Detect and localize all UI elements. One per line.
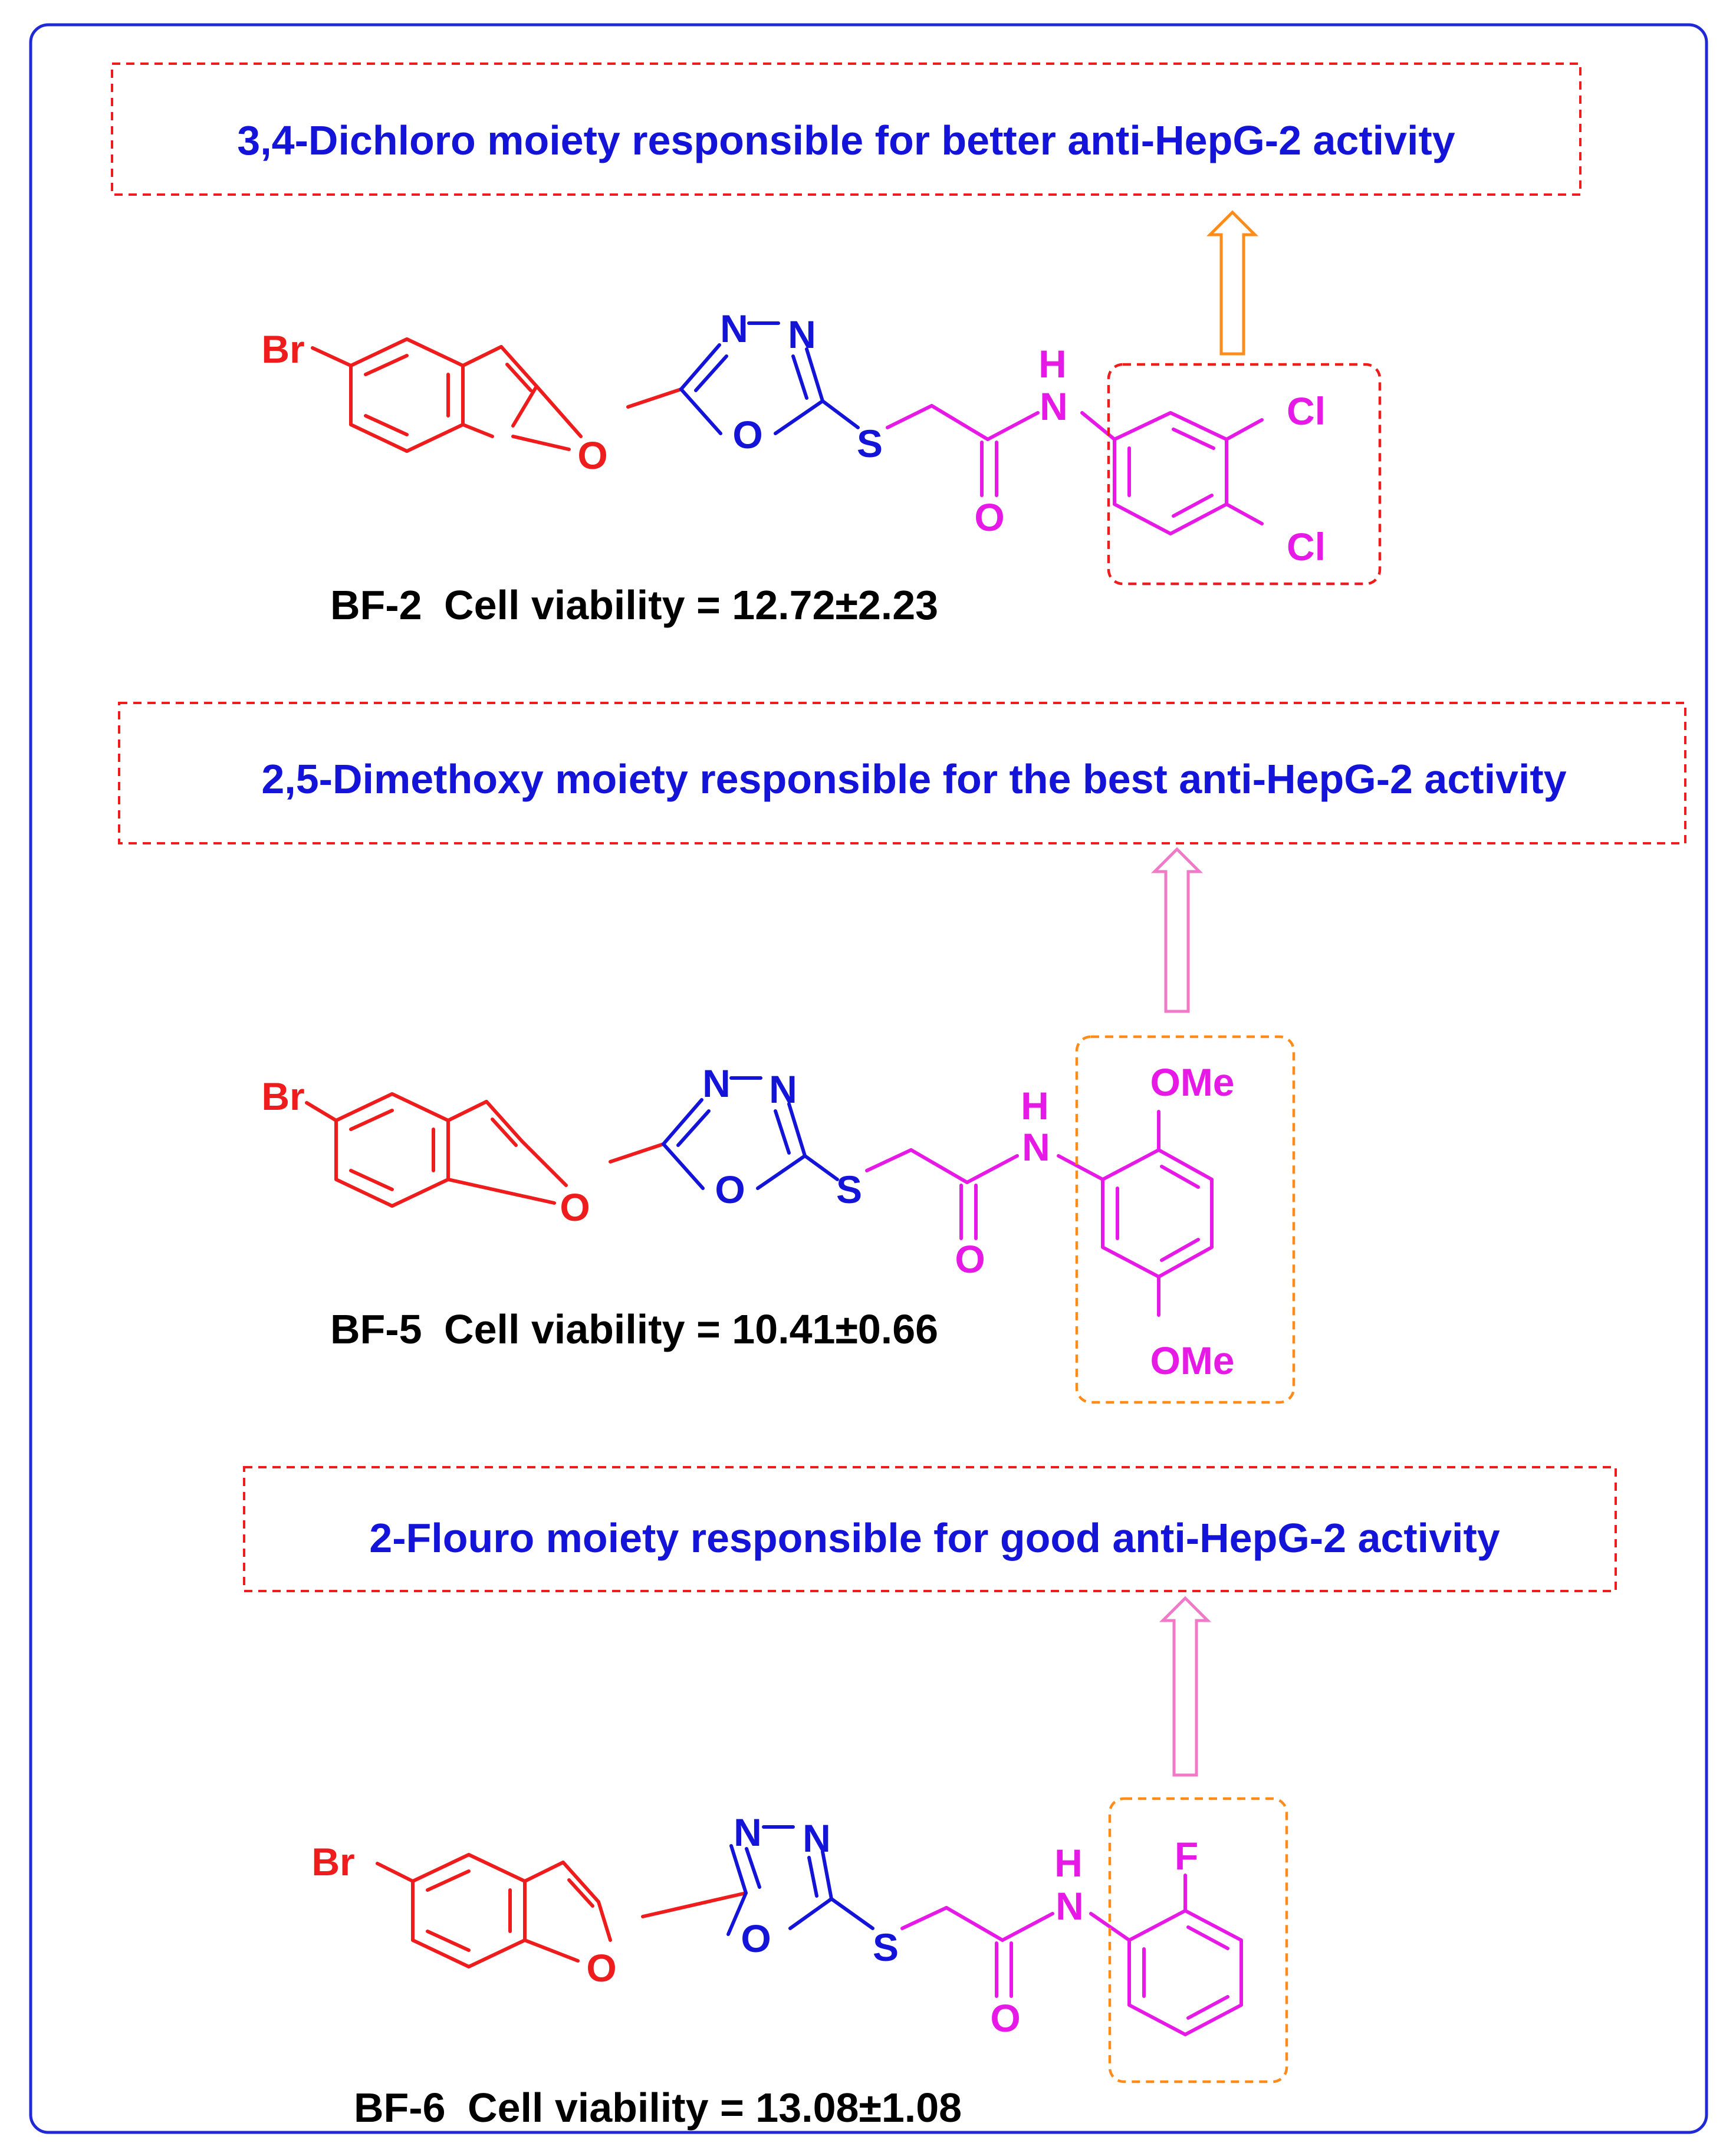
note-box-bf-6 xyxy=(243,1466,1617,1592)
atom-n2-bf-2: N xyxy=(788,313,816,356)
atom-cl1-bf-2: Cl xyxy=(1287,389,1326,433)
bond-link-bf-6 xyxy=(641,1891,748,1918)
highlight-box-bf-5 xyxy=(1075,1035,1296,1404)
phenyl-bf-2 xyxy=(1113,411,1264,535)
atom-n-amide-bf-5: N xyxy=(1022,1125,1050,1169)
bond-furan-o2-bf-2 xyxy=(511,435,571,451)
phenyl-bf-5 xyxy=(1101,1110,1214,1317)
atom-o-oxa-bf-5: O xyxy=(715,1168,745,1211)
atom-br-bf-5: Br xyxy=(261,1074,304,1118)
compound-result-bf-2: Cell viability = 12.72±2.23 xyxy=(444,582,938,628)
note-box-bf-5 xyxy=(118,702,1686,844)
outer-frame xyxy=(29,23,1708,2134)
highlight-box-bf-2 xyxy=(1107,363,1382,586)
atom-ome2-bf-5: OMe xyxy=(1150,1339,1234,1382)
compound-label-bf-6: BF-6 Cell viability = 13.08±1.08 xyxy=(354,2085,962,2131)
compound-label-bf-5: BF-5 Cell viability = 10.41±0.66 xyxy=(330,1306,938,1352)
atom-br-bf-6: Br xyxy=(311,1840,354,1884)
phenyl-bf-6 xyxy=(1127,1874,1243,2036)
linker-bf-5 xyxy=(865,1148,1104,1240)
atom-n1-bf-6: N xyxy=(734,1810,762,1854)
oxadiazole-bf-5 xyxy=(662,1076,839,1190)
molecule-bf-6: Br O N N O S xyxy=(311,1810,1243,2040)
atom-s-bf-5: S xyxy=(836,1168,862,1211)
benzofuran-bf-2 xyxy=(311,337,538,453)
molecule-bf-5: Br O N N O S xyxy=(261,1060,1234,1382)
arrow-bf-5 xyxy=(1150,847,1204,1013)
atom-h-bf-5: H xyxy=(1021,1084,1049,1128)
atom-o-furan-bf-6: O xyxy=(586,1946,616,1990)
atom-o-furan-bf-2: O xyxy=(577,433,607,477)
bond-link-bf-5 xyxy=(609,1142,665,1164)
benzofuran-bf-5 xyxy=(305,1092,568,1208)
atom-n1-bf-5: N xyxy=(702,1061,731,1105)
note-text-bf-5: 2,5-Dimethoxy moiety responsible for the… xyxy=(261,756,1566,802)
atom-n2-bf-6: N xyxy=(803,1816,831,1860)
panel-bf-5: 2,5-Dimethoxy moiety responsible for the… xyxy=(118,702,1686,1404)
oxadiazole-bf-2 xyxy=(679,321,860,435)
atom-n1-bf-2: N xyxy=(720,307,748,350)
compound-code-bf-5: BF-5 xyxy=(330,1306,422,1352)
atom-h-bf-6: H xyxy=(1054,1841,1083,1885)
note-text-bf-2: 3,4-Dichloro moiety responsible for bett… xyxy=(237,117,1455,163)
compound-label-bf-2: BF-2 Cell viability = 12.72±2.23 xyxy=(330,582,938,628)
atom-cl2-bf-2: Cl xyxy=(1287,525,1326,568)
atom-s-bf-2: S xyxy=(857,422,883,465)
atom-n-amide-bf-2: N xyxy=(1040,384,1068,428)
linker-bf-6 xyxy=(900,1906,1131,1998)
molecule-bf-2: Br O N N O S xyxy=(261,307,1326,568)
atom-o-oxa-bf-2: O xyxy=(732,413,762,456)
atom-h-bf-2: H xyxy=(1038,342,1067,386)
bond-link-bf-2 xyxy=(626,387,683,409)
arrow-bf-2 xyxy=(1206,210,1259,356)
bond-furan-o-bf-2 xyxy=(535,384,583,438)
highlight-box-bf-6 xyxy=(1108,1797,1288,2083)
note-box-bf-2 xyxy=(111,63,1582,196)
compound-result-bf-6: Cell viability = 13.08±1.08 xyxy=(468,2085,962,2131)
oxadiazole-bf-6 xyxy=(726,1825,874,1936)
atom-f-bf-6: F xyxy=(1175,1834,1198,1878)
benzofuran-bf-6 xyxy=(376,1853,612,1968)
atom-s-bf-6: S xyxy=(873,1925,899,1969)
atom-o-furan-bf-5: O xyxy=(560,1185,590,1229)
atom-o-amide-bf-5: O xyxy=(955,1237,985,1281)
linker-bf-2 xyxy=(886,404,1116,497)
atom-o-oxa-bf-6: O xyxy=(741,1917,771,1960)
compound-code-bf-6: BF-6 xyxy=(354,2085,446,2131)
arrow-bf-6 xyxy=(1159,1596,1212,1777)
atom-n2-bf-5: N xyxy=(769,1067,797,1111)
atom-ome1-bf-5: OMe xyxy=(1150,1060,1234,1104)
atom-o-amide-bf-2: O xyxy=(974,495,1004,539)
atom-n-amide-bf-6: N xyxy=(1056,1884,1084,1928)
atom-br-bf-2: Br xyxy=(261,327,304,371)
atom-o-amide-bf-6: O xyxy=(990,1996,1020,2040)
panel-bf-6: 2-Flouro moiety responsible for good ant… xyxy=(243,1466,1617,2131)
compound-code-bf-2: BF-2 xyxy=(330,582,422,628)
note-text-bf-6: 2-Flouro moiety responsible for good ant… xyxy=(369,1515,1500,1561)
compound-result-bf-5: Cell viability = 10.41±0.66 xyxy=(444,1306,938,1352)
panel-bf-2: 3,4-Dichloro moiety responsible for bett… xyxy=(111,63,1582,628)
